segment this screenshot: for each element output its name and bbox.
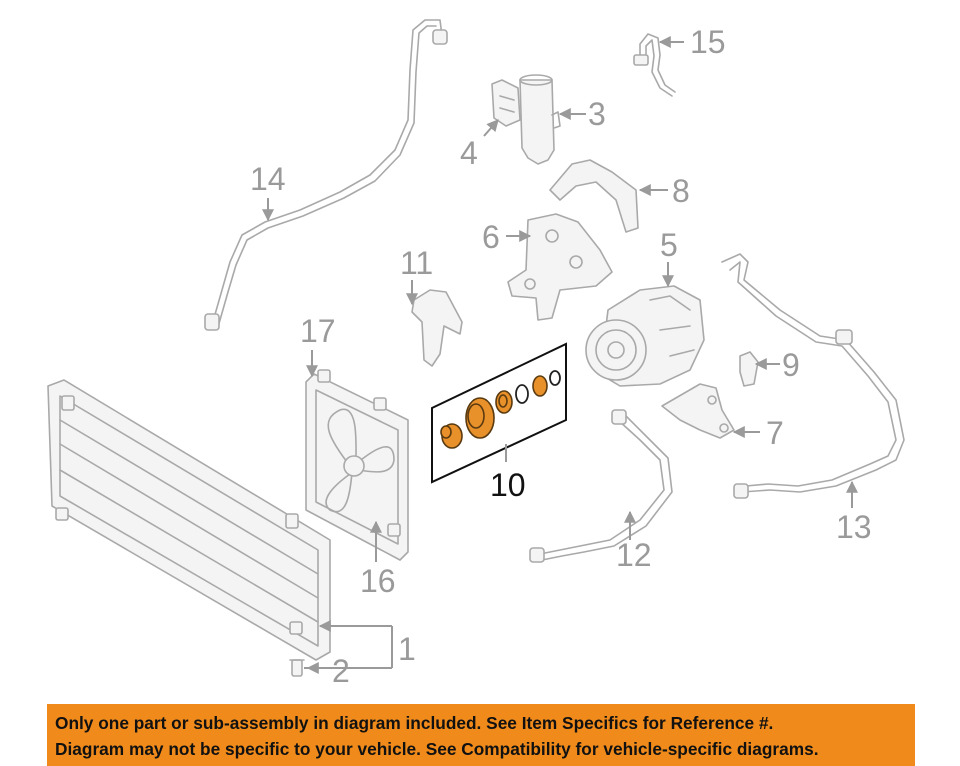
part-11-bracket [411,289,463,367]
disclaimer-banner: Only one part or sub-assembly in diagram… [47,704,915,766]
callout-13: 13 [836,509,872,545]
callout-8: 8 [672,173,690,209]
callout-9: 9 [782,347,800,383]
clutch-hub-icon [440,423,463,449]
part-15-pipe [633,33,676,97]
part-3-receiver-drier [519,74,561,165]
o-ring-icon [549,370,561,386]
part-8-bracket [549,159,639,233]
callout-14: 14 [250,161,286,197]
shim-icon [532,375,548,397]
callout-4: 4 [460,135,478,171]
disclaimer-line-2: Diagram may not be specific to your vehi… [55,739,819,759]
part-14-hose-line [204,19,448,331]
part-6-mount [507,213,613,321]
part-12-hose [529,409,673,563]
clutch-pulley-icon [465,397,495,439]
callout-11: 11 [400,245,433,281]
disclaimer-line-1: Only one part or sub-assembly in diagram… [55,713,774,733]
callout-12: 12 [616,537,652,573]
callout-1: 1 [398,631,416,667]
callout-15: 15 [690,24,726,60]
callout-5: 5 [660,227,678,263]
part-9-clip [739,351,759,387]
part-16-fan [325,408,395,513]
snap-ring-icon [515,384,529,404]
part-4-bracket [491,79,521,127]
part-2-bolt [289,659,305,677]
part-13-hose [721,253,905,499]
callout-7: 7 [766,415,784,451]
clutch-bearing-icon [495,390,513,414]
leader-lines [262,36,858,674]
callout-3: 3 [588,96,606,132]
callout-2: 2 [332,653,350,689]
part-1-condenser [47,379,331,661]
part-7-bracket [661,383,735,439]
part-5-compressor [585,285,705,387]
callout-6: 6 [482,219,500,255]
part-10-clutch-kit [431,342,567,484]
callout-17: 17 [300,313,336,349]
callout-10: 10 [490,467,526,503]
callout-16: 16 [360,563,396,599]
